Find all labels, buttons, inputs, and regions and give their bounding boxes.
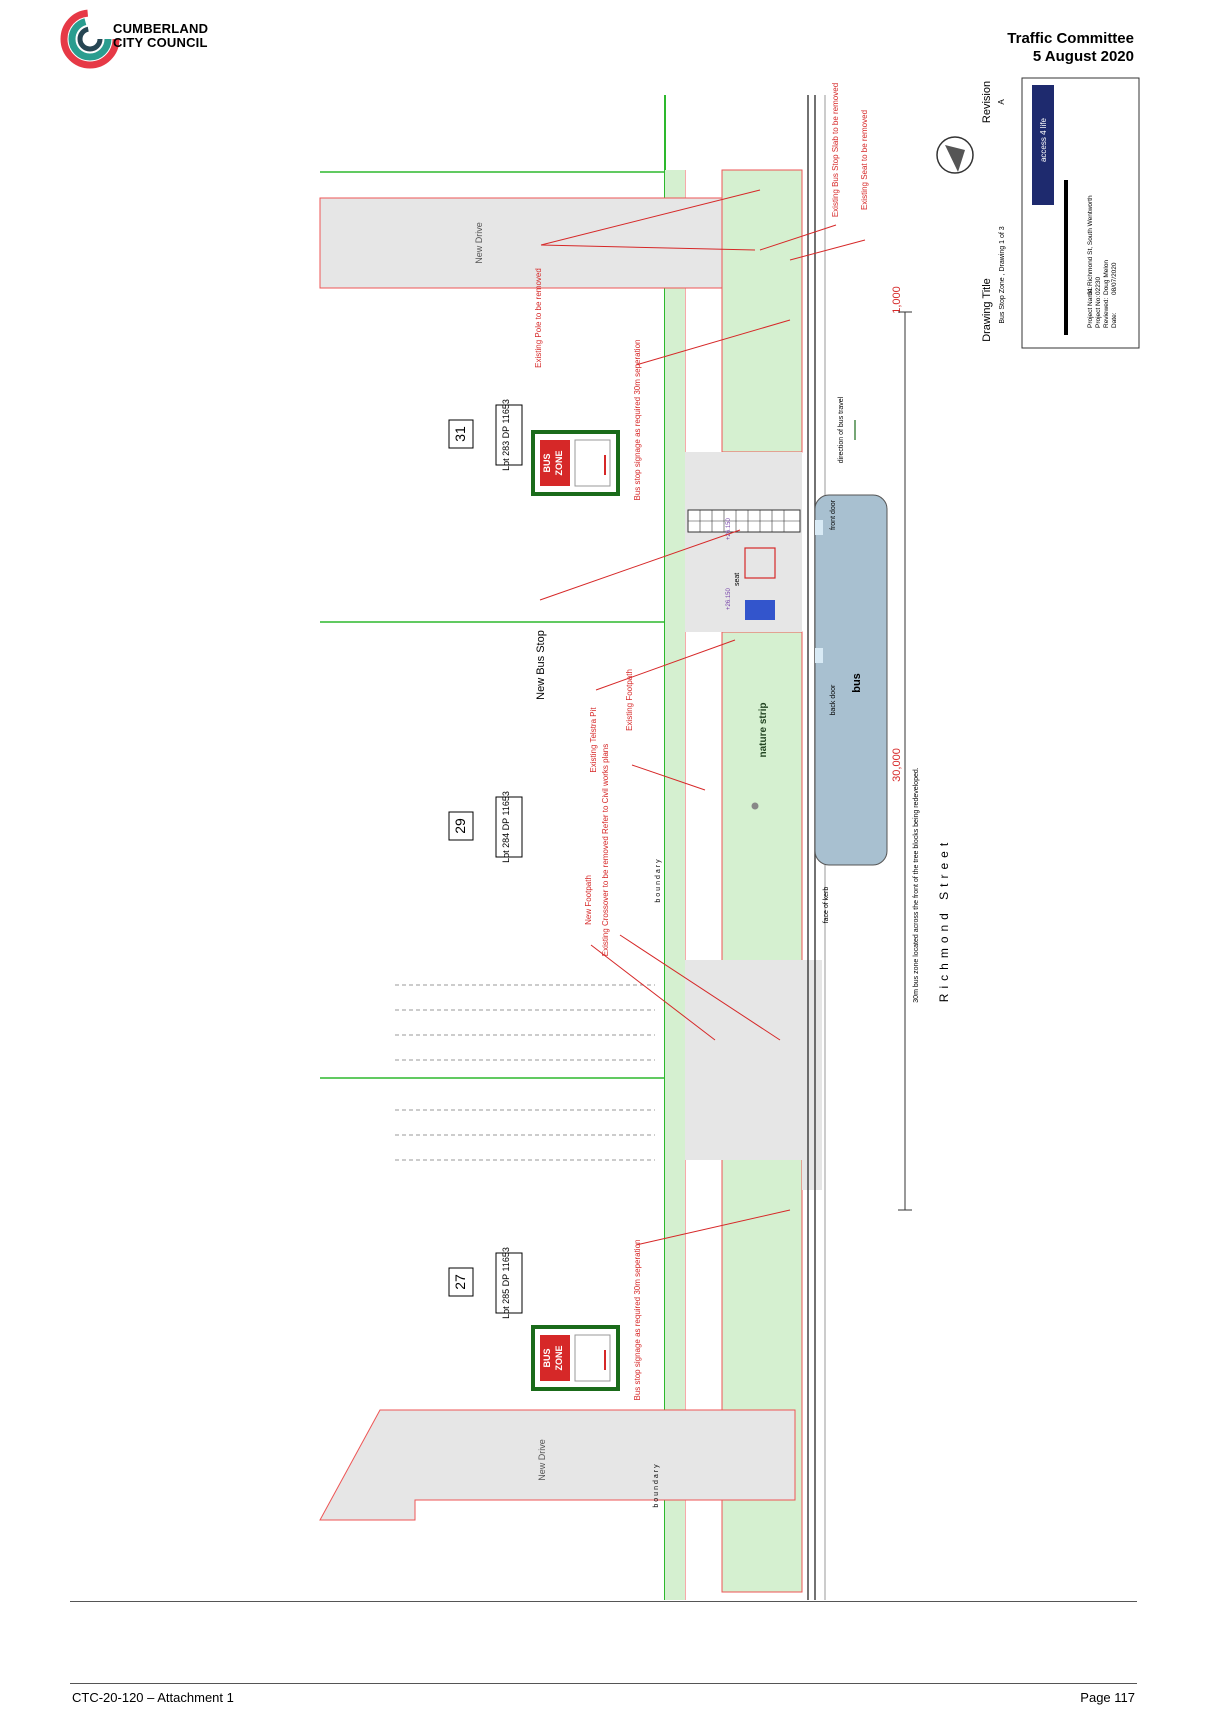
wheelchair-figures [745, 600, 775, 620]
existing-crossover-note: Existing Crossover to be removed Refer t… [601, 744, 610, 957]
project-name-label: Project Name: [1087, 287, 1094, 328]
lot-31-box [448, 419, 474, 449]
dimension-30000: 30,000 [891, 748, 903, 782]
date-value: 08/07/2020 [1111, 262, 1118, 295]
bus-outline [814, 494, 888, 866]
reviewed-label: Reviewed: [1103, 297, 1110, 328]
council-logo [60, 8, 260, 70]
project-no-label: Project No: [1095, 296, 1102, 328]
new-drive-bottom-label: New Drive [537, 1439, 547, 1481]
lot-27-number: 27 [452, 1274, 468, 1290]
drawing-title-value: Bus Stop Zone , Drawing 1 of 3 [999, 226, 1006, 323]
existing-slab-note: Existing Bus Stop Slab to be removed [831, 83, 840, 217]
footer-rule [70, 1683, 1137, 1684]
revision-label: Revision [981, 81, 993, 123]
council-name-line2: CITY COUNCIL [113, 35, 208, 50]
existing-seat-note: Existing Seat to be removed [860, 110, 869, 210]
back-door-label: back door [830, 684, 837, 715]
date-label: Date: [1111, 312, 1118, 328]
drawing-title-label: Drawing Title [981, 278, 993, 342]
brand-bar [1032, 85, 1054, 205]
committee-date: 5 August 2020 [1032, 48, 1134, 65]
tree-marker [751, 802, 759, 810]
existing-footpath-note: Existing Footpath [625, 669, 634, 731]
bus-label: bus [851, 673, 863, 693]
direction-label: direction of bus travel [838, 396, 845, 463]
level-marker-2: +26.150 [726, 587, 732, 610]
sign-text-bus-top: BUS [542, 453, 552, 472]
seat-label: seat [734, 573, 741, 586]
sign-text-zone-bottom: ZONE [554, 1345, 564, 1370]
seat-symbol [744, 547, 776, 579]
north-arrow-icon [936, 136, 974, 174]
council-logo-mark [60, 9, 120, 69]
new-footpath-note: New Footpath [584, 875, 593, 925]
face-of-kerb-label: face of kerb [823, 887, 830, 924]
bus-zone-sign-bottom: BUS ZONE [531, 1325, 620, 1391]
street-label: Richmond Street [937, 838, 951, 1002]
footer-doc-ref: CTC-20-120 – Attachment 1 [72, 1690, 234, 1705]
lot-31-label: Lot 283 DP 11653 [501, 399, 511, 471]
front-door-label: front door [830, 499, 837, 530]
project-no-value: 02230 [1095, 277, 1102, 295]
telstra-pit-note: Existing Telstra Pit [589, 707, 598, 773]
bus-zone-sign-top: BUS ZONE [531, 430, 620, 496]
new-drive-top-label: New Drive [474, 222, 484, 264]
new-bus-stop-label: New Bus Stop [535, 630, 547, 700]
revision-value: A [997, 99, 1006, 105]
lot-27-box [448, 1267, 474, 1297]
boundary-label-bottom: boundary [653, 1462, 660, 1507]
dimension-1000: 1,000 [891, 286, 903, 314]
existing-pole-note: Existing Pole to be removed [534, 268, 543, 368]
project-name-value: 31 Richmond St, South Wentworth [1087, 195, 1094, 295]
sign-text-bus-bottom: BUS [542, 1348, 552, 1367]
council-name-line1: CUMBERLAND [113, 21, 209, 36]
committee-title: Traffic Committee [1007, 30, 1134, 47]
lot-29-box [448, 811, 474, 841]
signage-top-note: Bus stop signage as required 30m seperat… [633, 340, 642, 501]
reviewed-value: Doug Melon [1103, 260, 1110, 295]
lot-29-label: Lot 284 DP 11653 [501, 791, 511, 863]
sign-text-zone-top: ZONE [554, 450, 564, 475]
nature-strip-label: nature strip [758, 702, 769, 757]
bus-zone-note: 30m bus zone located across the front of… [913, 767, 920, 1002]
lot-27-label: Lot 285 DP 11653 [501, 1247, 511, 1319]
brand-name: access 4 life [1039, 117, 1048, 162]
council-name: CUMBERLAND CITY COUNCIL [113, 22, 208, 50]
signage-bottom-note: Bus stop signage as required 30m seperat… [633, 1240, 642, 1401]
footer-page-number: Page 117 [1080, 1690, 1135, 1705]
lot-29-number: 29 [452, 818, 468, 834]
drawing-bottom-rule [70, 1601, 1137, 1602]
lot-31-number: 31 [452, 426, 468, 442]
boundary-label-top: boundary [655, 857, 662, 902]
crossover-dashes [395, 984, 655, 1161]
level-marker-1: +26.150 [726, 517, 732, 540]
committee-header: Traffic Committee 5 August 2020 [1007, 30, 1134, 66]
